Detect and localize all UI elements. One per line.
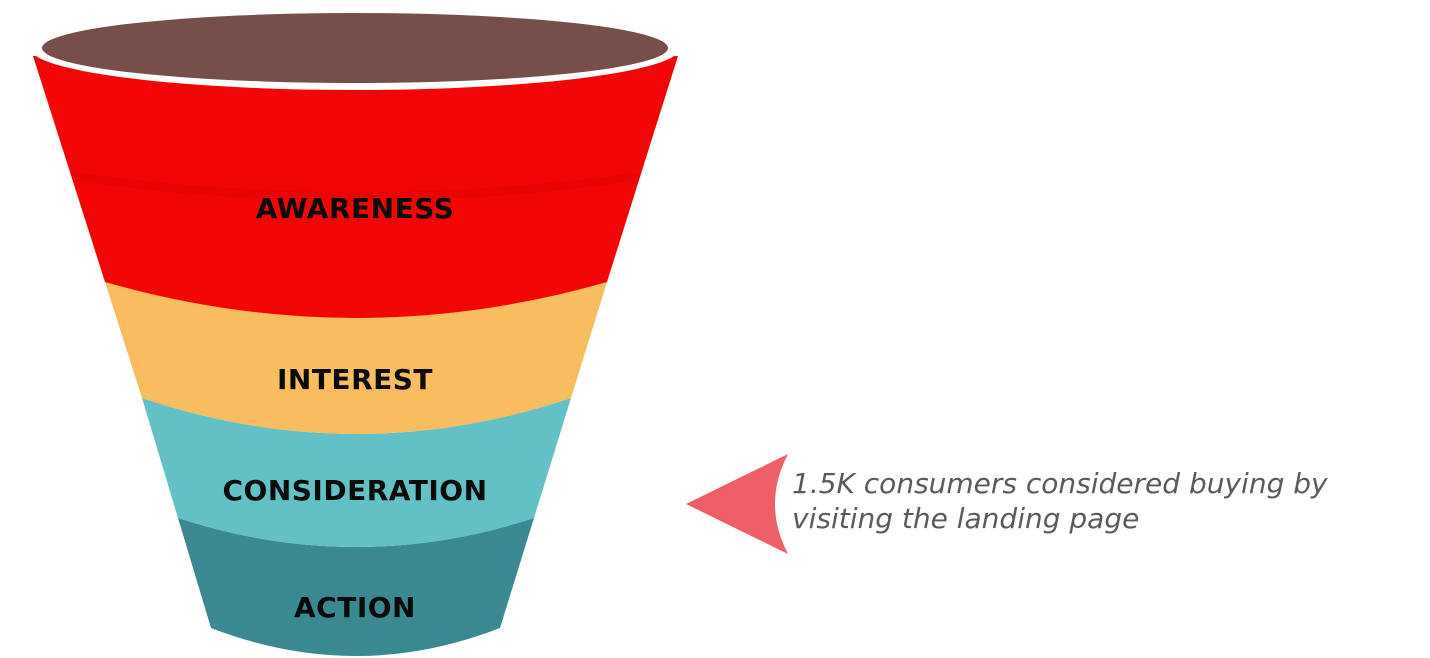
awareness-shading [70,172,643,201]
callout-line-2: visiting the landing page [792,502,1140,535]
consideration-label: CONSIDERATION [222,474,487,507]
action-label: ACTION [294,591,416,624]
callout-arrow-icon [686,454,788,554]
funnel-top-opening [42,13,668,83]
funnel-stage-action [178,518,534,656]
marketing-funnel: AWARENESS INTEREST CONSIDERATION ACTION [33,13,678,656]
awareness-label: AWARENESS [256,192,455,225]
funnel-stage-interest [105,282,607,434]
funnel-stage-consideration [142,398,571,547]
funnel-stage-awareness [33,56,678,318]
interest-label: INTEREST [277,363,433,396]
callout-annotation: 1.5K consumers considered buying by visi… [792,466,1412,536]
callout-line-1: 1.5K consumers considered buying by [792,467,1328,500]
